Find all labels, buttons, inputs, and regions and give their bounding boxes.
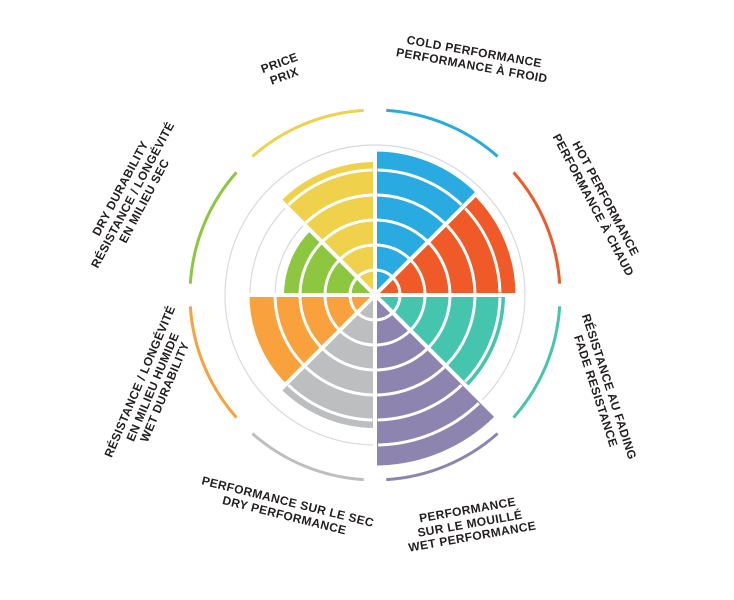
wedge-ring-line [323,295,341,331]
sector-wedge-cold-performance [373,147,481,300]
sector-wedge-hot-performance [370,191,520,297]
wedge-ring-line [376,348,428,372]
wedge-ring-line [356,268,375,279]
wedge-ring-line [298,296,322,348]
wedge-ring-line [464,297,502,383]
wedge-ring-line [298,242,322,294]
wedge-ring-line [322,218,374,242]
wedge-ring-line [339,329,375,347]
sector-arc-dry-durability [188,171,238,284]
wedge-ring-line [428,242,452,294]
sector-wedge-fade-resistance [370,293,510,392]
wedge-ring-line [464,207,502,293]
wedge-ring-line [304,193,373,224]
sector-arc-fade-resistance [512,306,562,419]
wedge-ring-line [409,259,427,295]
wedge-ring-line [348,295,359,314]
wedge-ring-line [287,384,373,422]
wedge-ring-line [446,297,477,366]
sector-arc-wet-performance [386,432,499,482]
wedge-ring-line [377,193,446,224]
wedge-ring-line [375,243,411,261]
sector-arc-wet-durability [188,306,238,419]
sector-arc-dry-performance [251,432,364,482]
wedge-ring-line [391,276,402,295]
wedge-ring-line [391,295,402,314]
wedge-ring-line [375,311,394,322]
wedge-ring-line [446,224,477,293]
wedge-ring-line [323,259,341,295]
wedge-ring-line [409,295,427,331]
wedge-ring-line [377,384,463,422]
wedge-ring-line [428,296,452,348]
wedge-ring-line [273,297,304,366]
wedge-ring-line [376,218,428,242]
sector-wedge-dry-durability [279,226,380,297]
wedge-ring-line [339,243,375,261]
sector-arc-hot-performance [512,171,562,284]
sector-wedge-wet-durability [245,293,380,388]
wedge-ring-line [287,168,373,206]
sector-arc-price [251,108,364,158]
wedge-ring-line [375,329,411,347]
wedge-ring-line [304,366,373,397]
wedge-ring-line [375,268,394,279]
wedge-ring-line [378,402,480,447]
wedge-ring-line [322,348,374,372]
wedge-ring-line [377,366,446,397]
sector-arc-cold-performance [386,108,499,158]
wedge-ring-line [377,168,463,206]
sector-wedge-wet-performance [373,290,500,470]
wedge-ring-line [356,311,375,322]
wedge-ring-line [348,276,359,295]
